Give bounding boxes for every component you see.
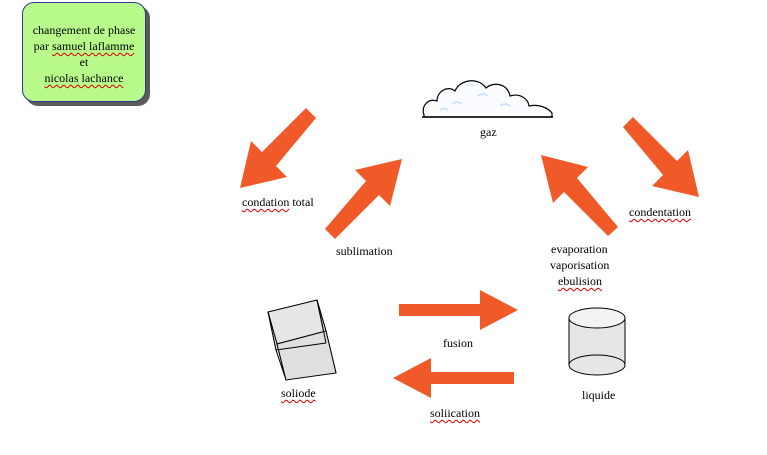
sublimation-label: sublimation [336, 244, 393, 258]
gas-label: gaz [480, 125, 497, 139]
title-line-3: et [79, 55, 89, 69]
arrow-sublimation [325, 159, 402, 239]
title-line-2-prefix: par [33, 39, 52, 53]
fusion-label: fusion [443, 336, 473, 350]
author-name-1: samuel laflamme [52, 39, 135, 53]
liquid-label: liquide [582, 388, 616, 402]
arrow-evaporation [541, 155, 618, 236]
author-name-2: nicolas lachance [44, 71, 124, 85]
arrow-soliication [393, 358, 514, 398]
condation-total-label: condation total [242, 194, 314, 210]
solid-label: soliode [281, 386, 316, 400]
condation-word: condation [242, 195, 290, 209]
vaporisation-label: vaporisation [550, 258, 610, 272]
ebulision-label: ebulision [558, 274, 602, 288]
arrow-fusion [399, 290, 518, 330]
arrow-condation-total [240, 108, 316, 188]
cylinder-icon [568, 307, 626, 376]
title-line-2: par samuel laflamme [23, 38, 145, 54]
evaporation-label: evaporation [551, 242, 608, 256]
cloud-icon [422, 80, 553, 118]
cube-icon [267, 299, 337, 381]
arrow-condentation [623, 117, 699, 197]
soliication-label: soliication [430, 406, 480, 420]
condentation-label: condentation [629, 205, 691, 219]
condation-rest: total [289, 195, 314, 209]
title-box: changement de phase par samuel laflamme … [22, 2, 146, 102]
title-line-1: changement de phase [32, 23, 136, 37]
